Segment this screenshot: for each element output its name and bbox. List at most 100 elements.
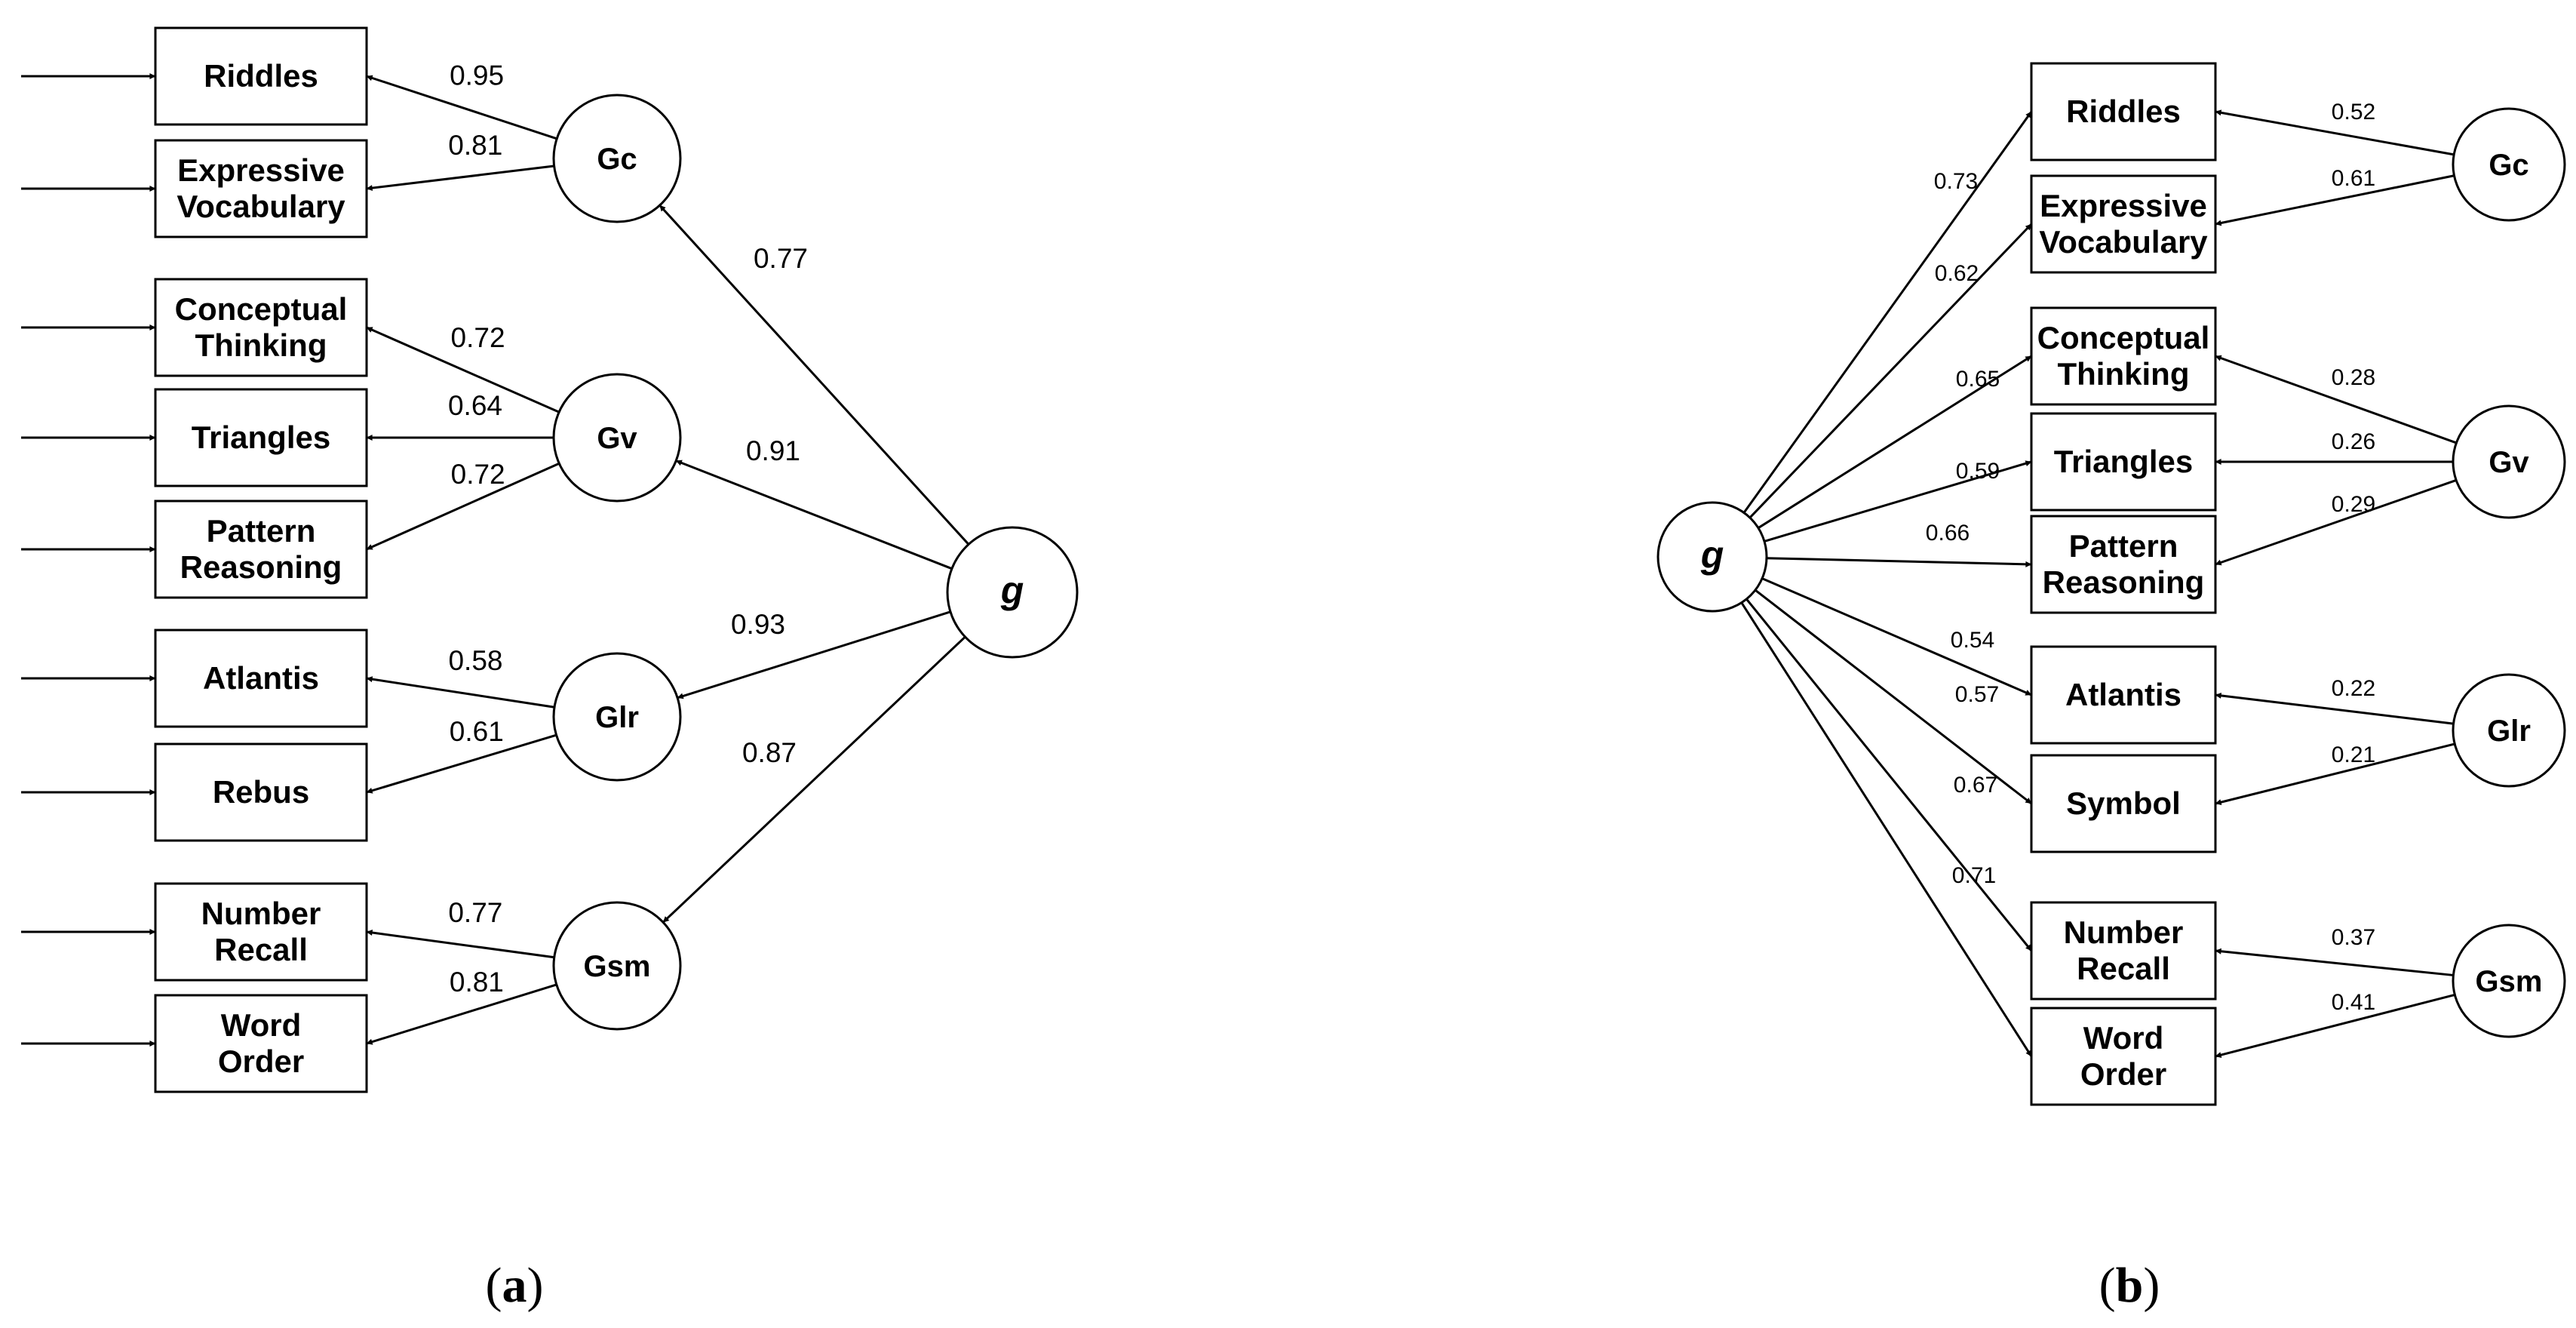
general-factor-b-label: g bbox=[1700, 533, 1724, 576]
indicator-a-expressive-vocabulary-label: Expressive bbox=[177, 152, 345, 188]
indicator-b-triangles-box bbox=[2030, 412, 2217, 512]
loading-label-a: 0.64 bbox=[448, 390, 502, 421]
indicator-b-atlantis-box bbox=[2030, 645, 2217, 745]
indicator-b-conceptual-thinking-box bbox=[2030, 306, 2217, 406]
loading-label-b: 0.29 bbox=[2332, 492, 2375, 517]
indicator-b-atlantis-label: Atlantis bbox=[2065, 677, 2181, 712]
indicator-b-riddles: Riddles bbox=[2030, 62, 2217, 161]
factor-a-gsm-label: Gsm bbox=[584, 950, 651, 983]
factor-b-gsm-circle bbox=[2452, 924, 2566, 1038]
indicator-b-word-order-box bbox=[2030, 1007, 2217, 1106]
g-loading-label-b: 0.57 bbox=[1955, 682, 1999, 707]
g-loading-arrow-b bbox=[1742, 111, 2033, 514]
factor-b-gv-label: Gv bbox=[2488, 446, 2529, 479]
indicator-b-symbol: Symbol bbox=[2030, 754, 2217, 853]
indicator-b-expressive-vocabulary-label: Vocabulary bbox=[2039, 224, 2208, 260]
g-loading-arrow-b bbox=[1745, 598, 2033, 951]
loading-label-b: 0.26 bbox=[2332, 429, 2375, 454]
factor-b-gv: Gv bbox=[2452, 404, 2566, 519]
indicator-b-expressive-vocabulary-label: Expressive bbox=[2040, 188, 2207, 223]
g-loading-label-b: 0.59 bbox=[1956, 459, 2000, 484]
g-loading-label-a: 0.91 bbox=[746, 435, 800, 466]
loading-arrow-b bbox=[2215, 993, 2455, 1058]
indicator-a-triangles: Triangles bbox=[154, 388, 368, 487]
indicator-a-rebus-label: Rebus bbox=[213, 774, 309, 810]
indicator-a-pattern-reasoning-label: Reasoning bbox=[180, 549, 342, 585]
loading-label-b: 0.37 bbox=[2332, 925, 2375, 950]
loading-label-b: 0.21 bbox=[2332, 742, 2375, 767]
indicator-a-atlantis: Atlantis bbox=[154, 629, 368, 728]
indicator-b-word-order-label: Order bbox=[2080, 1056, 2166, 1092]
indicator-b-conceptual-thinking-label: Thinking bbox=[2058, 356, 2190, 392]
general-factor-b-circle bbox=[1656, 501, 1768, 613]
g-loading-label-b: 0.66 bbox=[1926, 521, 1970, 546]
indicator-a-triangles-box bbox=[154, 388, 368, 487]
loading-arrow-a bbox=[366, 326, 560, 413]
panel-b-caption: (b) bbox=[2099, 1258, 2160, 1313]
g-loading-arrow-b bbox=[1740, 601, 2033, 1057]
g-loading-arrow-a bbox=[659, 204, 970, 546]
factor-a-gsm: Gsm bbox=[552, 901, 682, 1031]
loading-label-b: 0.28 bbox=[2332, 365, 2375, 390]
panel-b-diagram: RiddlesExpressiveVocabularyConceptualThi… bbox=[1656, 62, 2566, 1106]
indicator-a-rebus-box bbox=[154, 742, 368, 842]
indicator-a-conceptual-thinking-label: Conceptual bbox=[175, 291, 348, 327]
loading-label-b: 0.41 bbox=[2332, 990, 2375, 1015]
g-loading-label-b: 0.65 bbox=[1956, 367, 2000, 392]
indicator-b-riddles-label: Riddles bbox=[2066, 94, 2181, 129]
indicator-a-number-recall-label: Number bbox=[201, 896, 321, 931]
g-loading-label-b: 0.71 bbox=[1952, 863, 1996, 888]
loading-arrow-b bbox=[2215, 355, 2457, 444]
g-loading-arrow-b bbox=[1766, 557, 2032, 567]
indicator-a-triangles-label: Triangles bbox=[192, 420, 330, 455]
g-loading-label-b: 0.54 bbox=[1951, 628, 1994, 653]
factor-b-gc: Gc bbox=[2452, 107, 2566, 222]
factor-b-glr: Glr bbox=[2452, 673, 2566, 788]
loading-label-a: 0.77 bbox=[448, 897, 502, 928]
g-loading-arrow-b bbox=[1749, 223, 2033, 519]
indicator-a-pattern-reasoning-box bbox=[154, 500, 368, 599]
loading-arrow-b bbox=[2215, 692, 2454, 725]
general-factor-a-label: g bbox=[1000, 569, 1024, 611]
general-factor-a: g bbox=[946, 526, 1079, 659]
indicator-b-triangles: Triangles bbox=[2030, 412, 2217, 512]
indicator-a-conceptual-thinking-label: Thinking bbox=[195, 327, 327, 363]
indicator-a-atlantis-box bbox=[154, 629, 368, 728]
indicator-a-rebus: Rebus bbox=[154, 742, 368, 842]
indicator-b-conceptual-thinking-label: Conceptual bbox=[2037, 320, 2210, 355]
indicator-a-riddles-label: Riddles bbox=[204, 58, 318, 94]
indicator-b-triangles-label: Triangles bbox=[2054, 444, 2193, 479]
indicator-b-pattern-reasoning-box bbox=[2030, 515, 2217, 614]
indicator-a-atlantis-label: Atlantis bbox=[203, 660, 319, 696]
indicator-b-number-recall-label: Number bbox=[2064, 915, 2184, 950]
panel-a-diagram: RiddlesExpressiveVocabularyConceptualThi… bbox=[21, 26, 1079, 1093]
loading-label-a: 0.81 bbox=[448, 130, 502, 161]
loading-label-b: 0.52 bbox=[2332, 100, 2375, 124]
g-loading-label-a: 0.93 bbox=[731, 609, 785, 640]
loading-label-a: 0.72 bbox=[451, 322, 505, 353]
loading-arrow-a bbox=[366, 164, 554, 192]
g-loading-arrow-a bbox=[662, 635, 966, 924]
indicator-a-expressive-vocabulary-box bbox=[154, 139, 368, 238]
factor-a-gv: Gv bbox=[552, 373, 682, 503]
factor-a-gc-circle bbox=[552, 94, 682, 223]
g-loading-label-b: 0.67 bbox=[1954, 773, 1997, 798]
indicator-a-expressive-vocabulary-label: Vocabulary bbox=[177, 189, 345, 224]
indicator-b-pattern-reasoning-label: Pattern bbox=[2069, 528, 2178, 564]
g-loading-label-b: 0.73 bbox=[1934, 169, 1978, 194]
indicator-a-riddles: Riddles bbox=[154, 26, 368, 126]
loading-label-a: 0.81 bbox=[450, 967, 504, 998]
panel-a-caption: (a) bbox=[486, 1258, 544, 1313]
loading-arrow-a bbox=[366, 676, 555, 709]
loading-label-a: 0.58 bbox=[448, 645, 502, 676]
g-loading-arrow-b bbox=[1761, 577, 2032, 696]
loading-arrow-b bbox=[2215, 948, 2454, 976]
loading-arrow-a bbox=[366, 930, 554, 959]
